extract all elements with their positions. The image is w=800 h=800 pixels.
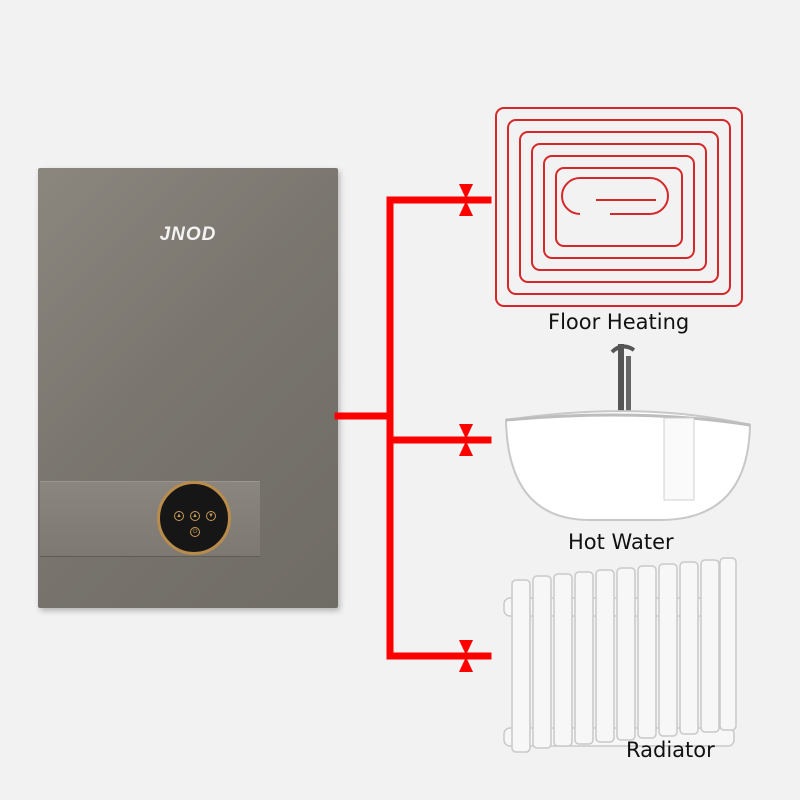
brand-logo: JNOD [159,224,217,245]
button-icon[interactable]: ▲ [190,511,200,521]
floor-heating-coil-icon [495,107,743,307]
label-hot-water: Hot Water [568,530,674,554]
button-icon[interactable]: ▼ [206,511,216,521]
label-radiator: Radiator [626,738,715,762]
power-icon[interactable]: ⏻ [190,527,200,537]
valve-icon [459,424,473,456]
control-display: ▲ ▲ ▼ ⏻ [157,481,231,555]
bathtub-icon [504,344,752,521]
radiator-icon [503,557,737,753]
label-floor-heating: Floor Heating [548,310,690,334]
valve-icon [459,640,473,672]
button-icon[interactable]: ▲ [174,511,184,521]
boiler-unit: JNOD ▲ ▲ ▼ ⏻ [38,168,338,608]
valve-icon [459,184,473,216]
